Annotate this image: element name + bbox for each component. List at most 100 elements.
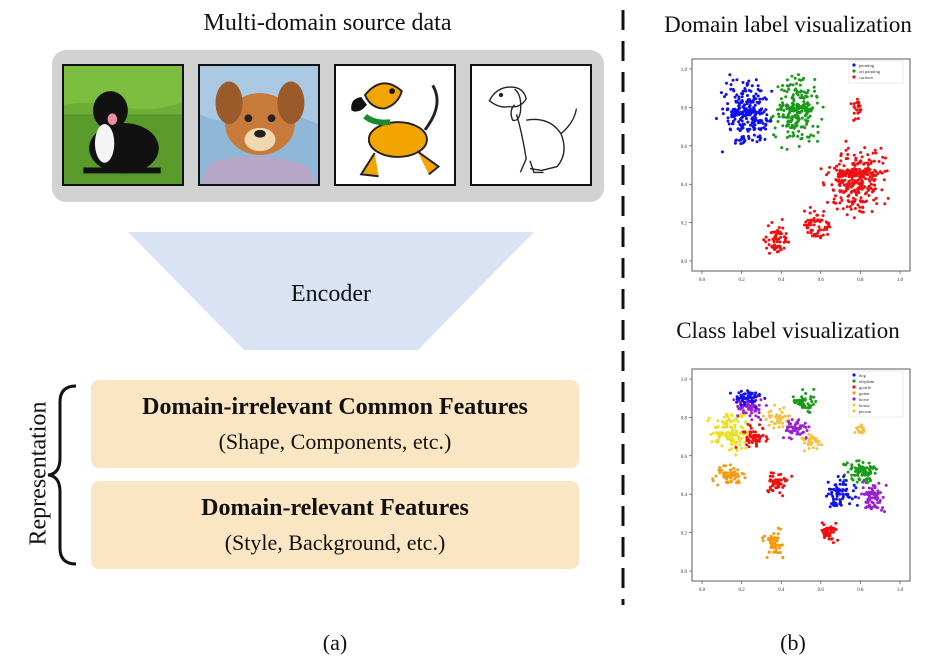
scatter-point [872, 159, 876, 163]
scatter-point [750, 84, 754, 88]
scatter-point [857, 100, 861, 104]
scatter-point [737, 474, 741, 478]
scatter-point [772, 546, 776, 549]
scatter-point [735, 449, 739, 452]
scatter-point [761, 427, 765, 431]
scatter-point [781, 124, 785, 128]
scatter-point [711, 431, 715, 435]
scatter-point [767, 537, 770, 540]
scatter-point [709, 433, 713, 436]
scatter-point [737, 111, 741, 115]
scatter-point [736, 404, 740, 408]
scatter-point [848, 182, 852, 186]
scatter-point [870, 466, 874, 470]
scatter-point [867, 461, 871, 465]
legend-marker [852, 397, 856, 401]
scatter-point [767, 550, 771, 554]
scatter-point [738, 431, 742, 435]
scatter-point [861, 206, 865, 210]
scatter-point [753, 430, 757, 434]
scatter-point [746, 120, 750, 124]
scatter-point [788, 134, 792, 138]
scatter-point [812, 387, 816, 391]
scatter-point [826, 232, 830, 236]
scatter-point [771, 481, 775, 485]
scatter-point [817, 225, 821, 229]
scatter-point [838, 201, 842, 205]
scatter-point [821, 181, 825, 185]
scatter-point [865, 478, 869, 482]
x-tick-label: 0.2 [738, 588, 745, 593]
scatter-point [816, 139, 819, 143]
scatter-point [739, 116, 743, 120]
scatter-point [807, 425, 811, 429]
scatter-point [774, 478, 778, 482]
scatter-point [784, 478, 787, 482]
scatter-point [760, 111, 764, 115]
scatter-point [804, 113, 808, 117]
scatter-point [745, 436, 749, 439]
scatter-point [855, 459, 859, 463]
scatter-point [725, 419, 729, 423]
scatter-point [763, 534, 767, 538]
scatter-point [858, 205, 862, 209]
scatter-point [768, 485, 772, 489]
scatter-point [807, 103, 811, 107]
scatter-point [738, 439, 742, 443]
scatter-point [836, 487, 840, 491]
scatter-point [757, 403, 761, 407]
scatter-point [779, 235, 783, 239]
scatter-point [777, 473, 781, 477]
scatter-point [836, 475, 840, 478]
scatter-point [816, 234, 820, 238]
scatter-point [787, 123, 790, 127]
scatter-point [740, 95, 744, 99]
common-features-subtitle: (Shape, Components, etc.) [218, 429, 452, 454]
scatter-point [778, 544, 782, 547]
scatter-point [736, 127, 740, 131]
scatter-point [776, 85, 780, 89]
scatter-point [780, 232, 783, 236]
scatter-point [821, 214, 825, 218]
scatter-point [823, 527, 826, 531]
scatter-point [838, 478, 842, 482]
scatter-point [752, 396, 756, 399]
scatter-point [748, 98, 752, 102]
scatter-point [726, 430, 730, 434]
scatter-point [792, 124, 796, 128]
plot-frame [691, 368, 911, 582]
scatter-point [735, 481, 738, 485]
scatter-point [849, 467, 853, 471]
scatter-point [760, 536, 764, 540]
scatter-point [867, 158, 871, 162]
scatter-point [750, 439, 754, 443]
scatter-point [805, 429, 809, 432]
scatter-point [757, 392, 761, 396]
scatter-point [855, 97, 859, 101]
scatter-point [859, 184, 863, 188]
scatter-point [863, 200, 867, 204]
scatter-point [846, 153, 850, 156]
scatter-point [809, 438, 813, 441]
scatter-point [847, 193, 851, 197]
scatter-point [846, 187, 850, 191]
scatter-point [838, 171, 841, 175]
scatter-point [798, 426, 802, 430]
scatter-point [845, 205, 849, 209]
scatter-point [722, 415, 726, 419]
scatter-point [812, 85, 816, 89]
scatter-point [796, 420, 800, 424]
scatter-point [748, 414, 752, 418]
scatter-point [767, 410, 771, 414]
scatter-point [791, 106, 794, 110]
x-tick-label: 0.6 [818, 278, 825, 283]
scatter-point [830, 502, 834, 506]
scatter-point [874, 151, 878, 155]
scatter-point [750, 411, 754, 415]
scatter-point [806, 89, 810, 92]
scatter-point [767, 238, 771, 242]
scatter-point [743, 430, 747, 434]
scatter-point [806, 135, 809, 139]
scatter-point [839, 500, 842, 504]
